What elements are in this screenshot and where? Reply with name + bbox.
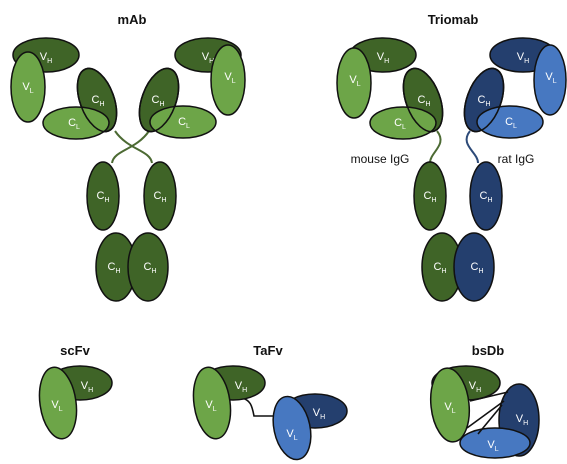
rat-hinge-linker <box>467 131 478 163</box>
mouse-hinge-linker <box>430 131 441 163</box>
tafv-diagram: TaFv VH VL VH VL <box>189 343 347 463</box>
bsdb-diagram: bsDb VH VL VH VL <box>427 343 539 458</box>
cl-domain <box>370 107 436 139</box>
vl-domain <box>460 428 530 458</box>
rat-igg-label: rat IgG <box>498 152 535 166</box>
mab-title: mAb <box>118 12 147 27</box>
triomab-diagram: Triomab VH VL CH CL VH VL CH CL mouse Ig… <box>337 12 566 301</box>
scfv-title: scFv <box>60 343 90 358</box>
tafv-title: TaFv <box>253 343 283 358</box>
mouse-igg-label: mouse IgG <box>351 152 410 166</box>
triomab-title: Triomab <box>428 12 479 27</box>
scfv-diagram: scFv VH VL <box>35 343 112 441</box>
mab-diagram: mAb VH VL CH CL VH VL CH CL CH CH CH CH <box>11 12 245 301</box>
bsdb-title: bsDb <box>472 343 505 358</box>
